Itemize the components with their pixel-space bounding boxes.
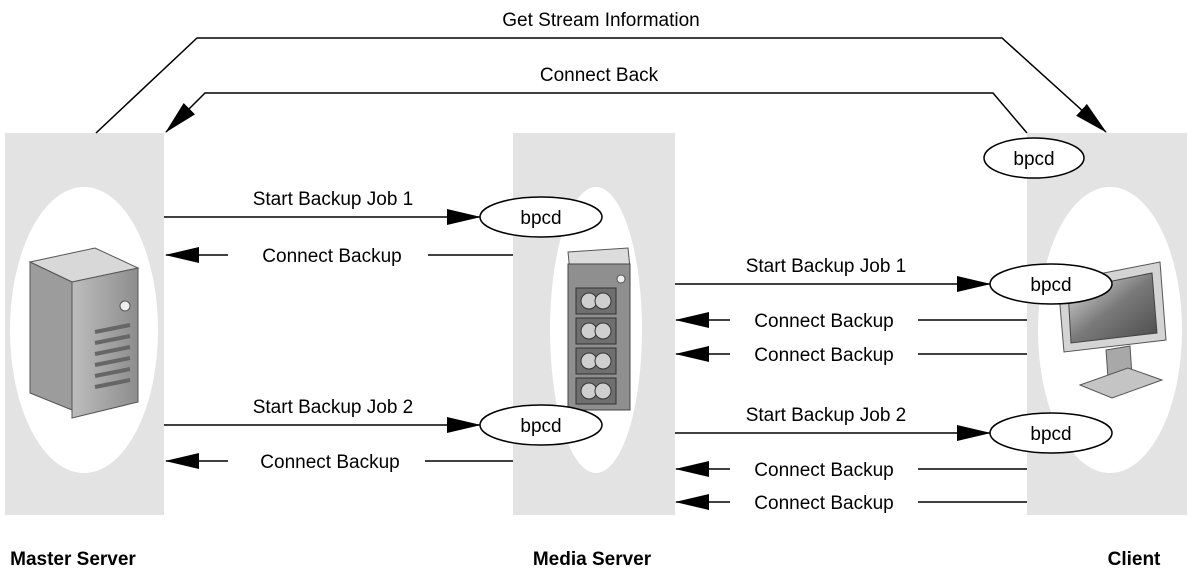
connect-back-connector [165, 92, 1028, 134]
media-client-job1-label: Start Backup Job 1 [746, 256, 907, 277]
master-media-job1-label: Start Backup Job 1 [253, 189, 414, 210]
get-stream-label: Get Stream Information [502, 10, 699, 31]
connect-back-label: Connect Back [540, 65, 659, 86]
media-server-label: Media Server [533, 549, 652, 570]
media-client-connect1b-label: Connect Backup [754, 345, 893, 366]
master-media-connect2-label: Connect Backup [260, 452, 399, 473]
get-stream-connector [95, 37, 1107, 134]
media-client-connect2a-label: Connect Backup [754, 460, 893, 481]
bpcd-label: bpcd [1030, 424, 1071, 445]
master-media-connect1-label: Connect Backup [262, 246, 401, 267]
bpcd-process-client-top: bpcd [983, 137, 1085, 179]
bpcd-label: bpcd [520, 208, 561, 229]
master-server-label: Master Server [10, 549, 136, 570]
bpcd-process-client-1: bpcd [989, 263, 1113, 305]
server-tower-icon [28, 247, 140, 419]
media-client-job2-label: Start Backup Job 2 [746, 405, 907, 426]
bpcd-process-client-2: bpcd [989, 412, 1113, 454]
client-label: Client [1108, 549, 1161, 570]
media-client-connect1a-label: Connect Backup [754, 311, 893, 332]
bpcd-label: bpcd [520, 416, 561, 437]
bpcd-process-media-1: bpcd [479, 196, 603, 238]
bpcd-process-media-2: bpcd [479, 404, 603, 446]
media-server-icon [567, 247, 631, 411]
bpcd-label: bpcd [1013, 149, 1054, 170]
master-media-job2-label: Start Backup Job 2 [253, 397, 414, 418]
media-client-connect2b-label: Connect Backup [754, 493, 893, 514]
bpcd-label: bpcd [1030, 275, 1071, 296]
